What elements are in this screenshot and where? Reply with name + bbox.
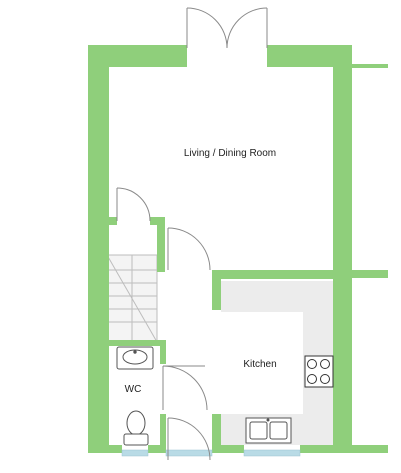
- toilet-icon: [123, 410, 149, 446]
- wall-bottom-kitchen-right: [300, 445, 388, 453]
- kitchen-label: Kitchen: [243, 359, 277, 370]
- wall-bottom-mid: [148, 445, 166, 453]
- wall-cupboard-top: [109, 217, 117, 225]
- wall-top-neighbour: [352, 64, 388, 68]
- wall-right-link: [352, 270, 388, 278]
- window-kitchen: [243, 449, 301, 457]
- wall-top-right: [267, 45, 333, 67]
- wall-top-left: [88, 45, 187, 67]
- wall-wc-top: [109, 340, 165, 346]
- window-wc: [121, 449, 149, 457]
- basin-icon: [116, 346, 154, 370]
- hob-icon: [304, 355, 334, 388]
- doors: [116, 7, 268, 461]
- windows: [121, 449, 301, 457]
- patio-door: [186, 7, 268, 49]
- wall-wc-right-upper: [160, 340, 166, 364]
- wc-label: WC: [124, 384, 142, 395]
- wall-kitchen-left-lower: [212, 414, 221, 446]
- wc-door: [162, 365, 208, 411]
- wall-bottom-kitchen-left: [212, 445, 244, 453]
- sink-icon: [245, 417, 292, 444]
- wall-wc-right-lower: [160, 414, 166, 446]
- wall-kitchen-top: [212, 270, 333, 279]
- wall-left: [88, 45, 109, 453]
- wall-kitchen-left-upper: [212, 270, 221, 310]
- staircase: [106, 254, 158, 343]
- living-dining-room-label: Living / Dining Room: [183, 148, 277, 159]
- wall-bottom-left: [88, 445, 122, 453]
- window-hall: [165, 449, 213, 457]
- cupboard-door: [116, 187, 151, 222]
- front-door: [167, 417, 211, 461]
- wall-cupboard-right: [157, 217, 165, 272]
- wall-right-outer: [333, 45, 352, 453]
- walls: [88, 45, 388, 453]
- living-door: [167, 227, 211, 271]
